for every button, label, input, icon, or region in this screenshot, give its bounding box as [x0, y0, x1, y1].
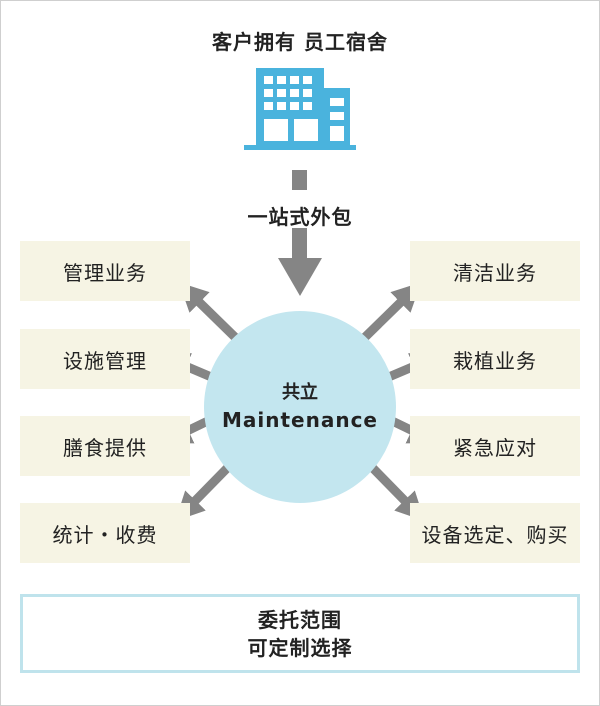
service-box-紧急应对: 紧急应对: [410, 416, 580, 476]
service-box-膳食提供: 膳食提供: [20, 416, 190, 476]
service-box-设施管理: 设施管理: [20, 329, 190, 389]
center-circle: 共立 Maintenance: [204, 311, 396, 503]
center-line-2: Maintenance: [221, 408, 378, 432]
office-building-icon: [244, 68, 356, 150]
scope-box: 委托范围 可定制选择: [20, 594, 580, 673]
diagram-title: 客户拥有 员工宿舍: [212, 30, 388, 54]
service-box-栽植业务: 栽植业务: [410, 329, 580, 389]
service-box-设备选定购买: 设备选定、购买: [410, 503, 580, 563]
service-box-统计收费: 统计・收费: [20, 503, 190, 563]
center-line-1: 共立: [282, 382, 318, 403]
scope-line-1: 委托范围: [258, 607, 342, 632]
down-arrow: [278, 170, 322, 296]
scope-line-2: 可定制选择: [247, 635, 353, 660]
outsource-label: 一站式外包: [247, 205, 353, 229]
service-box-管理业务: 管理业务: [20, 241, 190, 301]
service-box-清洁业务: 清洁业务: [410, 241, 580, 301]
